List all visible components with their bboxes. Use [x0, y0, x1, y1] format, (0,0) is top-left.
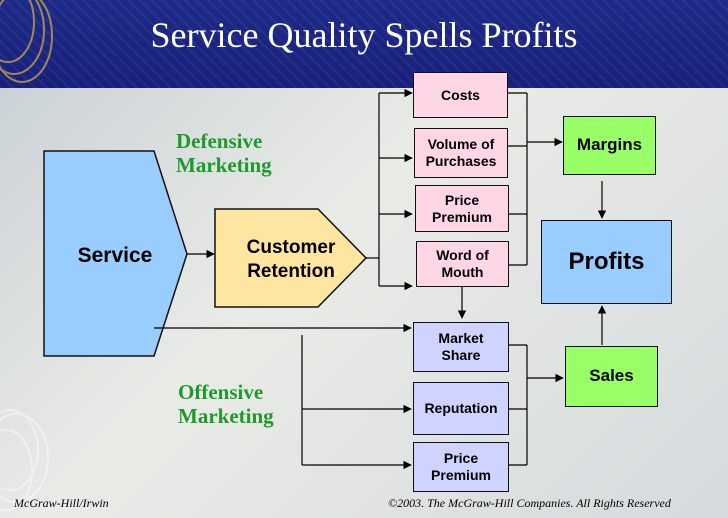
word-of-mouth-1: Word of — [436, 247, 489, 264]
costs-text: Costs — [441, 86, 480, 103]
offensive-label-line1: Offensive — [178, 380, 264, 404]
price-premium-off-2: Premium — [431, 467, 491, 483]
customer-retention-label: Customer — [247, 237, 336, 258]
price-premium-def-1: Price — [444, 191, 480, 208]
offensive-label-line2: Marketing — [178, 404, 274, 428]
box-sales: Sales — [565, 346, 658, 407]
defensive-marketing-label: Defensive Marketing — [176, 129, 272, 177]
slide-title: Service Quality Spells Profits — [150, 15, 578, 55]
profits-text: Profits — [568, 247, 645, 275]
title-banner — [0, 0, 728, 88]
customer-retention-label-2: Retention — [247, 261, 335, 282]
footer-publisher: McGraw-Hill/Irwin — [14, 496, 109, 510]
box-word-of-mouth: Word of Mouth — [416, 241, 509, 287]
offensive-marketing-label: Offensive Marketing — [178, 380, 274, 428]
word-of-mouth-2: Mouth — [441, 264, 484, 280]
service-shape — [43, 150, 188, 357]
box-costs: Costs — [413, 72, 508, 118]
box-price-premium-defensive: Price Premium — [415, 185, 509, 232]
defensive-label-line1: Defensive — [176, 129, 263, 153]
defensive-label-line2: Marketing — [176, 153, 272, 177]
price-premium-off-1: Price — [443, 450, 479, 467]
price-premium-def-2: Premium — [432, 208, 492, 225]
footer-copyright: ©2003. The McGraw-Hill Companies. All Ri… — [388, 496, 671, 510]
market-share-1: Market — [438, 330, 484, 347]
box-reputation: Reputation — [413, 382, 509, 435]
margins-text: Margins — [576, 135, 643, 155]
volume-text-2: Purchases — [425, 153, 497, 169]
volume-text-1: Volume of — [427, 136, 495, 153]
banner-pattern — [0, 0, 728, 88]
sales-text: Sales — [589, 366, 634, 386]
box-margins: Margins — [563, 116, 656, 175]
customer-retention-shape — [214, 208, 368, 308]
reputation-text: Reputation — [424, 400, 498, 417]
box-profits: Profits — [541, 220, 672, 304]
box-volume-of-purchases: Volume of Purchases — [414, 128, 508, 178]
service-label: Service — [78, 244, 153, 267]
box-market-share: Market Share — [413, 322, 509, 372]
market-share-2: Share — [441, 347, 481, 363]
box-price-premium-offensive: Price Premium — [413, 442, 509, 492]
